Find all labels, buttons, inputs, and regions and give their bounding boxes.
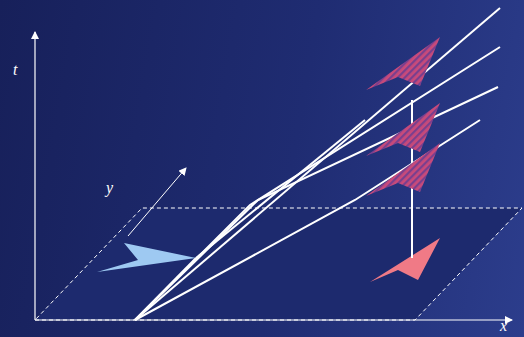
ray-lines xyxy=(135,8,500,320)
x-axis xyxy=(35,319,512,320)
target-shape xyxy=(370,238,440,282)
source-shape xyxy=(97,243,196,272)
xy-plane xyxy=(35,208,522,320)
t-axis xyxy=(34,32,35,320)
axis-label: y xyxy=(106,180,113,196)
moving-shapes xyxy=(366,37,440,196)
y-axis xyxy=(128,168,186,236)
axis-label: x xyxy=(500,318,507,334)
axis-label: t xyxy=(13,62,17,78)
